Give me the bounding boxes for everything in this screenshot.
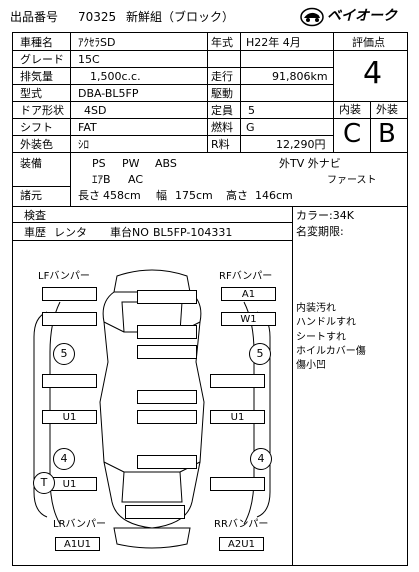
note-5: 傷小凹 (296, 360, 326, 371)
r-fee: 12,290円 (276, 138, 326, 151)
rr-bumper-label: RRバンパー (214, 519, 269, 530)
left-door-box-1 (42, 374, 97, 388)
roof-box-3 (137, 390, 197, 404)
score: 4 (363, 56, 383, 91)
roof-box-1 (137, 325, 197, 339)
page-title: 新鮮組（ブロック） (126, 10, 235, 24)
chassis-label: 車台NO (110, 226, 149, 239)
year: H22年 4月 (246, 36, 301, 49)
fuel-label: 燃料 (211, 121, 233, 134)
color-code: カラー:34K (296, 209, 354, 222)
mileage: 91,806km (272, 70, 328, 83)
shift: FAT (78, 121, 97, 134)
lr-bumper-label: LRバンパー (53, 519, 107, 530)
rf-bumper-label: RFバンパー (219, 271, 273, 282)
car-name-label: 車種名 (20, 36, 53, 49)
right-rear-box (210, 477, 265, 491)
lf-fender-box (42, 312, 97, 326)
car-name: ｱｸｾﾗSD (78, 36, 116, 49)
drive-label: 駆動 (211, 87, 233, 100)
brand-logo: ベイオーク (300, 6, 410, 28)
tire-t-marker: T (33, 472, 55, 494)
lot-number: 70325 (78, 10, 117, 24)
length-label: 長さ (78, 189, 100, 202)
rf-fender-code: W1 (221, 312, 276, 326)
grade-label: グレード (20, 53, 64, 66)
auction-sheet (12, 32, 408, 566)
trunk-box (137, 455, 197, 469)
history-label: 車歴 (24, 226, 46, 239)
equip-abs: ABS (155, 157, 177, 170)
rear-bumper-box (125, 505, 185, 519)
height: 146cm (255, 189, 293, 202)
roof-box-2 (137, 345, 197, 359)
equipment-label: 装備 (20, 157, 42, 170)
lr-bumper-code: A1U1 (55, 537, 100, 551)
wheel-rf-score: 5 (249, 343, 271, 365)
history: レンタ (54, 226, 87, 239)
note-1: 内装汚れ (296, 303, 336, 314)
note-3: シートすれ (296, 332, 346, 343)
equip-right-2: ファースト (327, 175, 377, 186)
capacity: 5 (248, 104, 255, 117)
doors: 4SD (84, 104, 107, 117)
interior-grade: C (343, 119, 362, 149)
name-change: 名変期限: (296, 225, 344, 238)
lot-label: 出品番号 (10, 10, 59, 24)
car-logo-icon (300, 7, 324, 27)
right-door-code: U1 (210, 410, 265, 424)
model: DBA-BL5FP (78, 87, 139, 100)
hood-box (137, 290, 197, 304)
r-fee-label: R料 (211, 138, 230, 151)
equip-ac: AC (128, 173, 144, 186)
width: 175cm (175, 189, 213, 202)
wheel-lr-score: 4 (53, 448, 75, 470)
width-label: 幅 (156, 189, 167, 202)
inspection-label: 検査 (24, 209, 46, 222)
wheel-lf-score: 5 (53, 343, 75, 365)
score-label: 評価点 (352, 36, 385, 49)
dimensions-label: 諸元 (20, 189, 42, 202)
height-label: 高さ (226, 189, 248, 202)
exterior-label: 外装 (376, 103, 398, 116)
capacity-label: 定員 (211, 104, 233, 117)
color: ｼﾛ (78, 138, 89, 151)
color-label: 外装色 (20, 138, 53, 151)
rf-bumper-code: A1 (221, 287, 276, 301)
roof-box-4 (137, 410, 197, 424)
equip-right-1: 外TV 外ナビ (279, 157, 341, 170)
wheel-rr-score: 4 (250, 448, 272, 470)
note-2: ハンドルすれ (296, 317, 356, 328)
right-door-box-1 (210, 374, 265, 388)
displacement-label: 排気量 (20, 70, 53, 83)
brand-name: ベイオーク (327, 8, 397, 24)
displacement: 1,500c.c. (90, 70, 141, 83)
chassis: BL5FP-104331 (153, 226, 233, 239)
year-label: 年式 (211, 36, 233, 49)
note-4: ホイルカバー傷 (296, 346, 366, 357)
rr-bumper-code: A2U1 (219, 537, 264, 551)
shift-label: シフト (20, 121, 53, 134)
exterior-grade: B (378, 119, 396, 149)
interior-label: 内装 (339, 103, 361, 116)
left-door-code: U1 (42, 410, 97, 424)
equip-airbag: ｴｱB (92, 173, 111, 186)
doors-label: ドア形状 (20, 104, 64, 117)
model-label: 型式 (20, 87, 42, 100)
length: 458cm (103, 189, 141, 202)
left-rear-code: U1 (42, 477, 97, 491)
equip-ps: PS (92, 157, 106, 170)
lf-bumper-box (42, 287, 97, 301)
lf-bumper-label: LFバンパー (38, 271, 90, 282)
mileage-label: 走行 (211, 70, 233, 83)
grade: 15C (78, 53, 100, 66)
equip-pw: PW (122, 157, 140, 170)
fuel: G (246, 121, 255, 134)
